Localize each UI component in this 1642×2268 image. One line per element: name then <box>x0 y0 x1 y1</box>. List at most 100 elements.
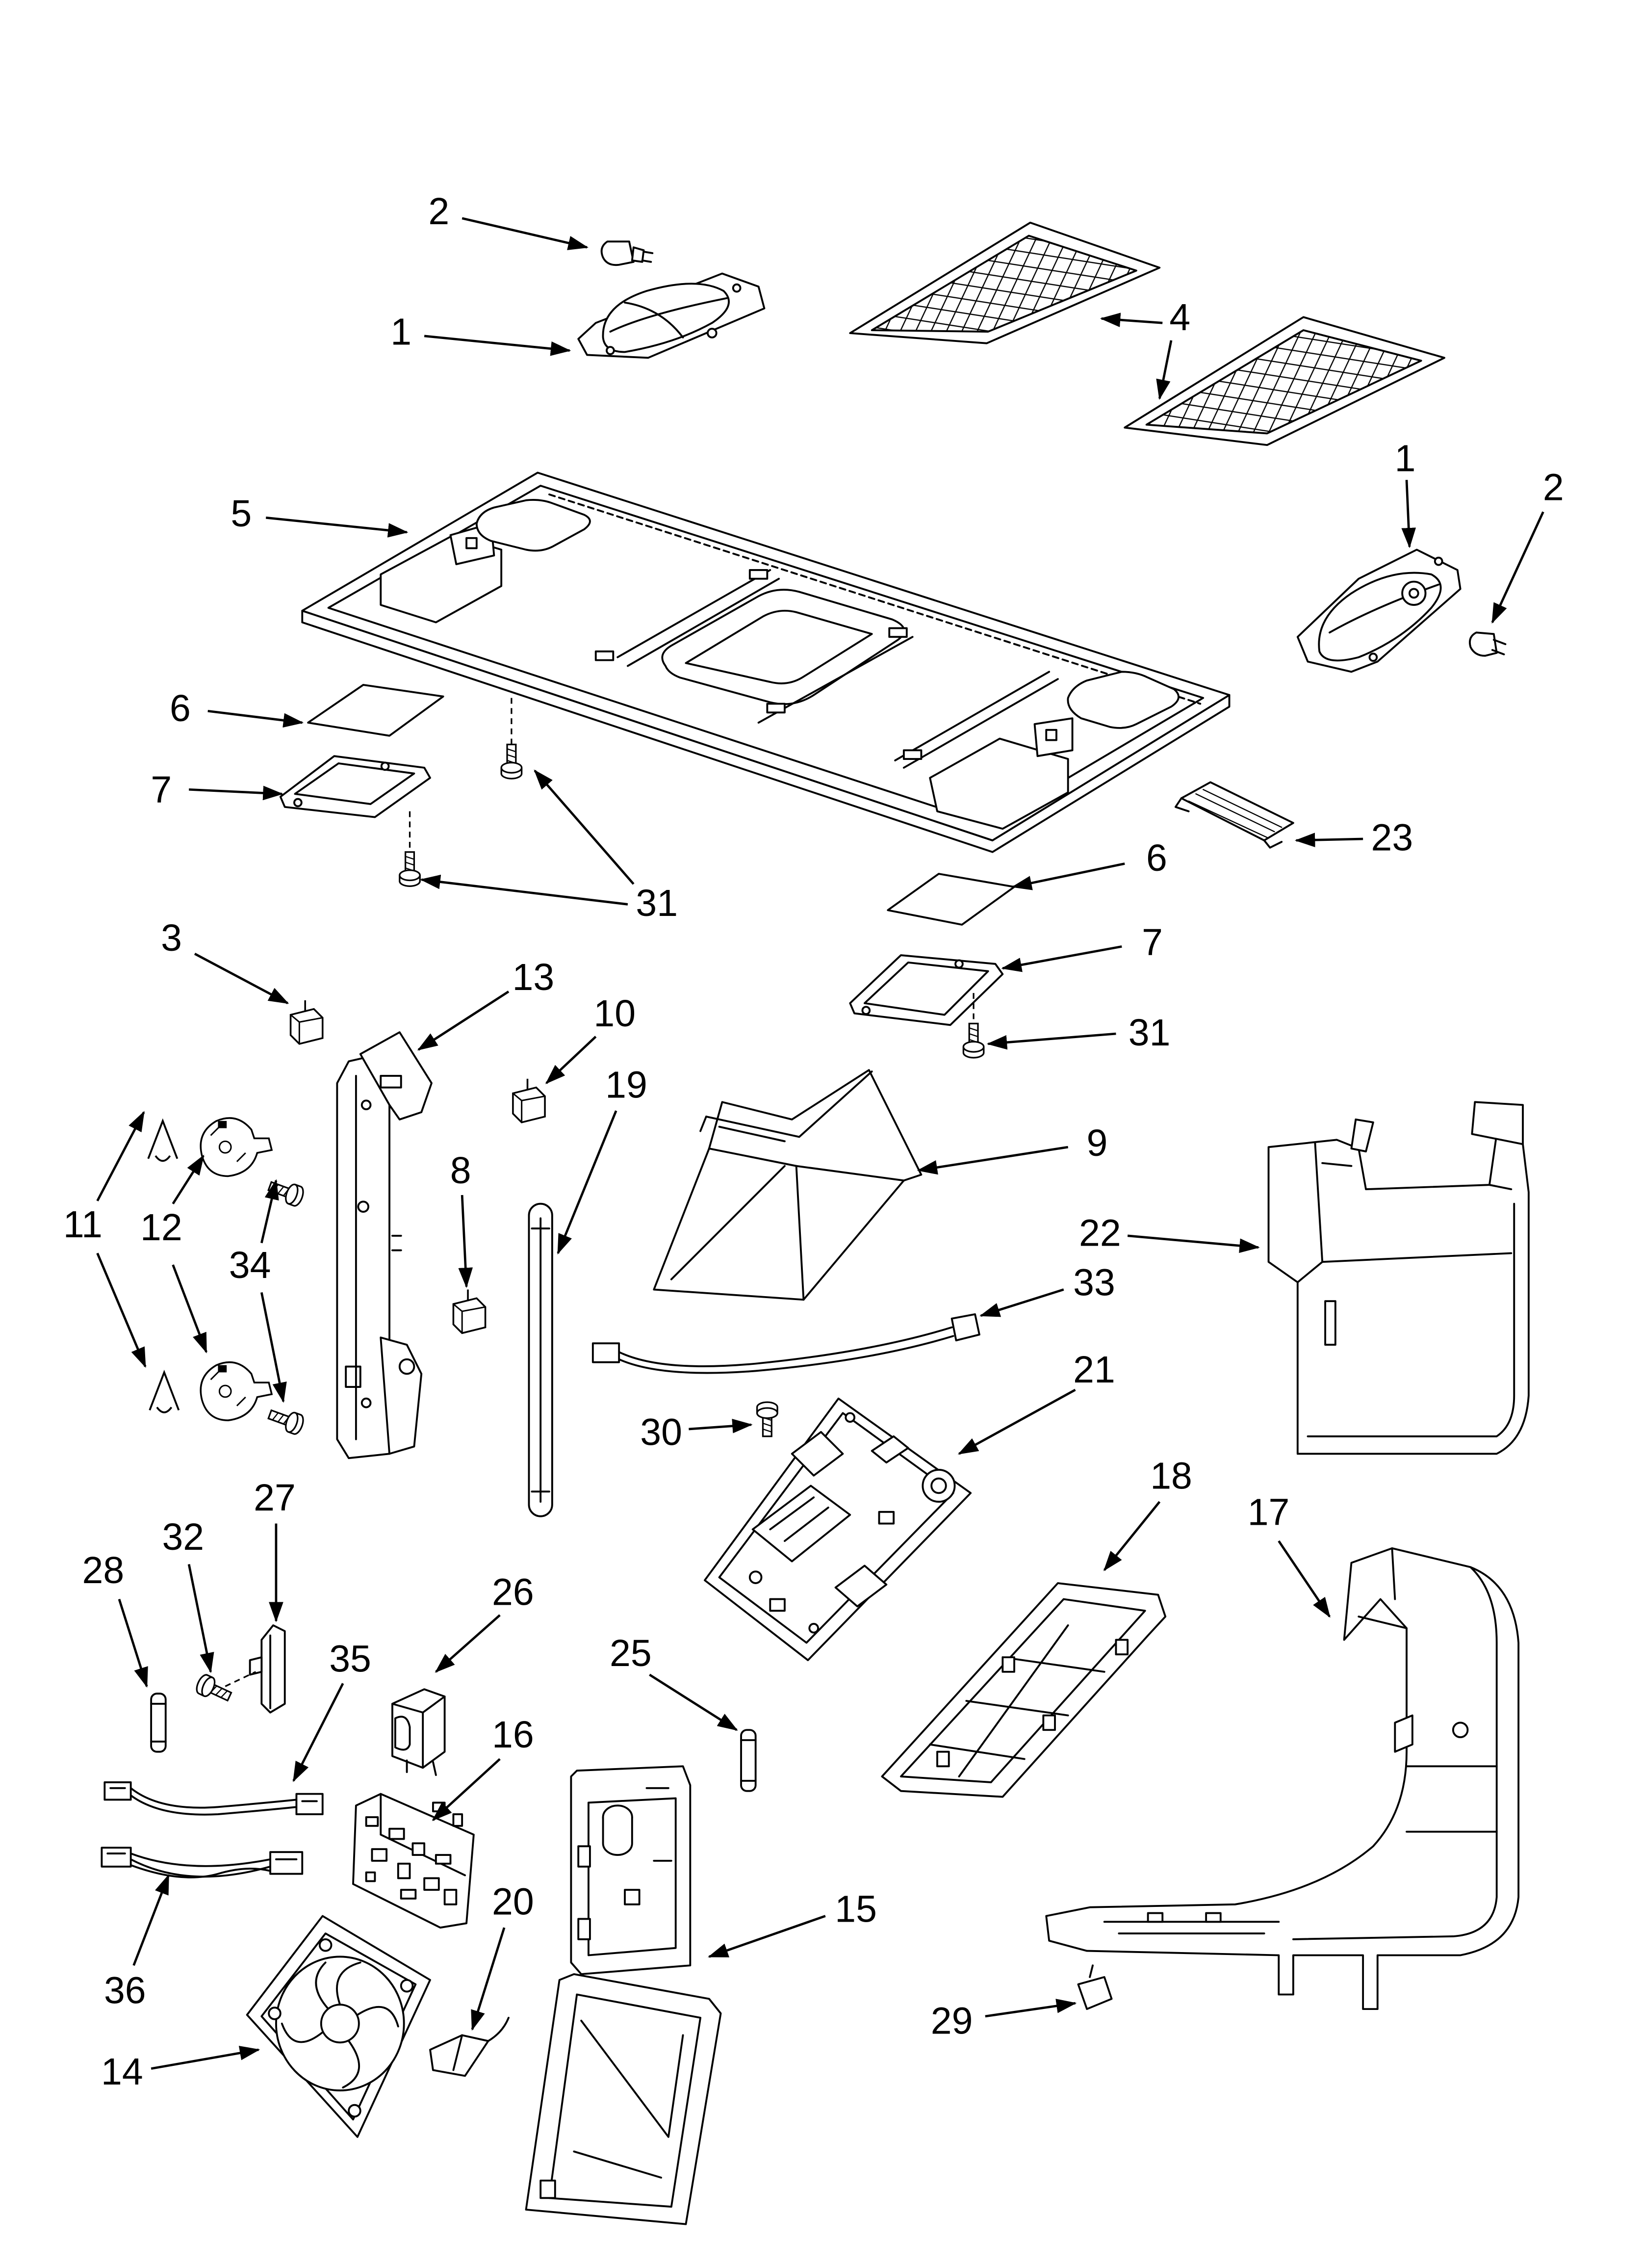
part-28-fuse <box>150 1693 167 1753</box>
callout-label-30: 30 <box>640 1411 682 1454</box>
part-12-cam-upper <box>200 1117 273 1177</box>
callout-label-34: 34 <box>229 1244 271 1286</box>
callout-label-23: 23 <box>1371 817 1413 859</box>
part-16-circuit-board <box>352 1793 475 1929</box>
callout-arrow-26 <box>435 1614 501 1673</box>
part-4-grease-filter-lower <box>1124 316 1445 446</box>
callout-arrow-33 <box>979 1288 1064 1317</box>
callout-label-26: 26 <box>492 1571 534 1613</box>
part-2-light-bulb-right <box>1468 631 1507 657</box>
callout-label-6-right: 6 <box>1146 837 1167 879</box>
callout-arrow-12-lower <box>172 1264 207 1354</box>
callout-arrow-7-left <box>189 785 283 801</box>
callout-arrow-20 <box>471 1927 506 2031</box>
part-8-switch <box>452 1288 487 1334</box>
part-4-grease-filter-upper <box>849 221 1161 344</box>
callout-arrow-36 <box>132 1874 170 1966</box>
callout-arrow-31-left <box>420 874 628 906</box>
callout-arrow-31-right <box>986 1032 1116 1050</box>
callout-label-21: 21 <box>1073 1349 1115 1391</box>
part-6-window-left <box>307 684 444 737</box>
part-23-bracket <box>1175 781 1294 849</box>
part-11-spring-upper <box>147 1120 179 1162</box>
part-13-latch-rail <box>336 1031 433 1460</box>
callout-label-6-left: 6 <box>170 687 191 730</box>
callout-arrow-13 <box>417 991 510 1051</box>
callout-arrow-2-top <box>462 217 589 250</box>
callout-arrow-16 <box>432 1758 501 1821</box>
callout-label-8: 8 <box>450 1149 471 1192</box>
callout-labels: 2 1 4 1 2 5 6 7 31 23 6 7 31 3 13 10 19 … <box>63 190 1564 2093</box>
part-5-top-panel <box>301 471 1231 853</box>
callout-arrow-2-right <box>1491 511 1544 624</box>
part-35-wire-harness <box>103 1781 324 1816</box>
callout-label-28: 28 <box>82 1549 125 1591</box>
callout-arrow-29 <box>985 1999 1077 2018</box>
callout-arrow-11-upper <box>96 1111 145 1201</box>
callout-label-18: 18 <box>1150 1455 1192 1497</box>
callout-arrow-31-center <box>534 769 635 885</box>
callout-label-22: 22 <box>1079 1212 1121 1254</box>
callout-label-1-right: 1 <box>1395 437 1416 479</box>
callout-arrow-3 <box>194 953 289 1004</box>
part-33-wire-harness <box>591 1313 980 1374</box>
part-31-screw-center <box>500 743 523 780</box>
callout-label-32: 32 <box>162 1516 204 1558</box>
callout-arrow-21 <box>957 1388 1076 1455</box>
callout-arrow-5 <box>265 516 409 538</box>
part-14-fan <box>246 1915 431 2138</box>
part-12-cam-lower <box>200 1361 273 1421</box>
callout-arrow-8 <box>458 1195 473 1288</box>
callout-arrow-4-lower <box>1156 340 1173 400</box>
callout-arrow-28 <box>118 1598 148 1688</box>
callout-arrow-10 <box>545 1036 597 1084</box>
part-32-screw <box>193 1672 235 1707</box>
callout-label-35: 35 <box>329 1638 371 1680</box>
callout-arrow-9 <box>917 1146 1069 1175</box>
callout-label-7-left: 7 <box>151 769 172 811</box>
callout-label-4: 4 <box>1169 296 1190 339</box>
callout-label-31-left: 31 <box>636 882 678 924</box>
part-31-screw-left <box>399 851 421 887</box>
callout-arrow-17 <box>1278 1540 1331 1618</box>
callout-arrow-25 <box>649 1673 738 1731</box>
callout-arrow-6-left <box>207 709 304 728</box>
callout-arrow-14 <box>151 2046 260 2070</box>
part-25-fuse <box>740 1729 757 1792</box>
callout-label-5: 5 <box>231 493 252 535</box>
part-20-sensor <box>429 2016 510 2077</box>
callout-arrow-35 <box>292 1683 344 1782</box>
part-30-screw <box>756 1401 778 1437</box>
dashed-guide-32 <box>225 1671 257 1687</box>
callout-arrow-23 <box>1294 833 1363 847</box>
callout-label-7-right: 7 <box>1142 921 1163 964</box>
callout-arrow-6-right <box>1011 862 1125 890</box>
callout-label-19: 19 <box>605 1064 647 1106</box>
callout-label-25: 25 <box>610 1632 652 1674</box>
part-6-window-right <box>887 873 1015 926</box>
callout-arrow-12-upper <box>172 1154 205 1204</box>
callout-label-2-top: 2 <box>428 190 449 233</box>
callout-label-31-right: 31 <box>1129 1012 1171 1054</box>
callout-arrow-1-top <box>424 335 571 356</box>
part-27-bracket <box>249 1624 286 1714</box>
part-29-clip <box>1077 1964 1113 2010</box>
callout-arrow-30 <box>689 1418 753 1434</box>
part-7-window-frame-right <box>849 954 1004 1026</box>
callout-label-27: 27 <box>254 1477 296 1519</box>
callout-label-36: 36 <box>104 1969 146 2011</box>
part-21-control-board <box>704 1397 972 1661</box>
callout-arrow-22 <box>1127 1234 1260 1253</box>
callout-label-17: 17 <box>1248 1491 1290 1534</box>
part-3-switch <box>289 999 324 1045</box>
part-31-screw-right <box>962 1022 985 1059</box>
callout-arrow-18 <box>1103 1501 1161 1571</box>
callout-arrow-15 <box>708 1915 826 1958</box>
callout-label-12: 12 <box>140 1206 182 1249</box>
callout-arrows <box>96 217 1544 2070</box>
part-26-relay <box>391 1688 446 1776</box>
part-19-rod <box>528 1202 553 1517</box>
callout-label-13: 13 <box>513 956 555 998</box>
callout-arrow-7-right <box>1001 945 1122 972</box>
